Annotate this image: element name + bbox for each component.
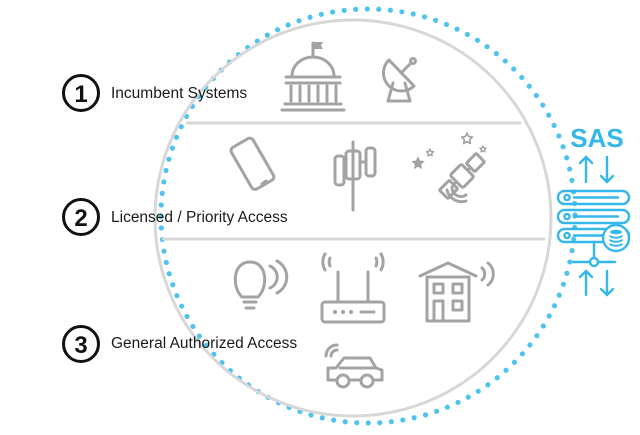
up-down-arrows-icon — [578, 269, 615, 297]
tier-1-label: Incumbent Systems — [111, 85, 247, 102]
tier-3-label: General Authorized Access — [111, 335, 297, 352]
star-icon — [411, 156, 425, 170]
wifi-router-icon — [320, 252, 386, 324]
tier-3-number: 3 — [74, 332, 87, 359]
tier-1: 1 Incumbent Systems — [62, 74, 247, 112]
connected-car-icon — [324, 343, 384, 389]
tier-3-number-badge — [62, 325, 100, 363]
tier-2: 2 Licensed / Priority Access — [62, 198, 288, 236]
smart-bulb-icon — [233, 259, 289, 310]
inner-ring — [153, 18, 553, 418]
sas-panel: SAS — [556, 123, 631, 297]
star-icon — [479, 145, 487, 153]
connected-home-icon — [418, 261, 495, 323]
smartphone-icon — [229, 136, 276, 191]
star-icon — [425, 148, 435, 157]
tier-2-label: Licensed / Priority Access — [111, 209, 288, 226]
tier-2-number-badge — [62, 198, 100, 236]
database-icon — [601, 223, 631, 253]
star-icon — [460, 132, 474, 145]
tier-1-number: 1 — [74, 81, 87, 108]
satellite-dish-icon — [382, 57, 417, 103]
sas-label: SAS — [570, 123, 623, 153]
satellite-icon — [411, 132, 487, 204]
tier-2-number: 2 — [74, 205, 87, 232]
tier-1-number-badge — [62, 74, 100, 112]
government-building-icon — [280, 41, 346, 112]
cell-tower-icon — [333, 140, 377, 212]
tier-3: 3 General Authorized Access — [62, 325, 297, 363]
up-down-arrows-icon — [578, 155, 615, 184]
